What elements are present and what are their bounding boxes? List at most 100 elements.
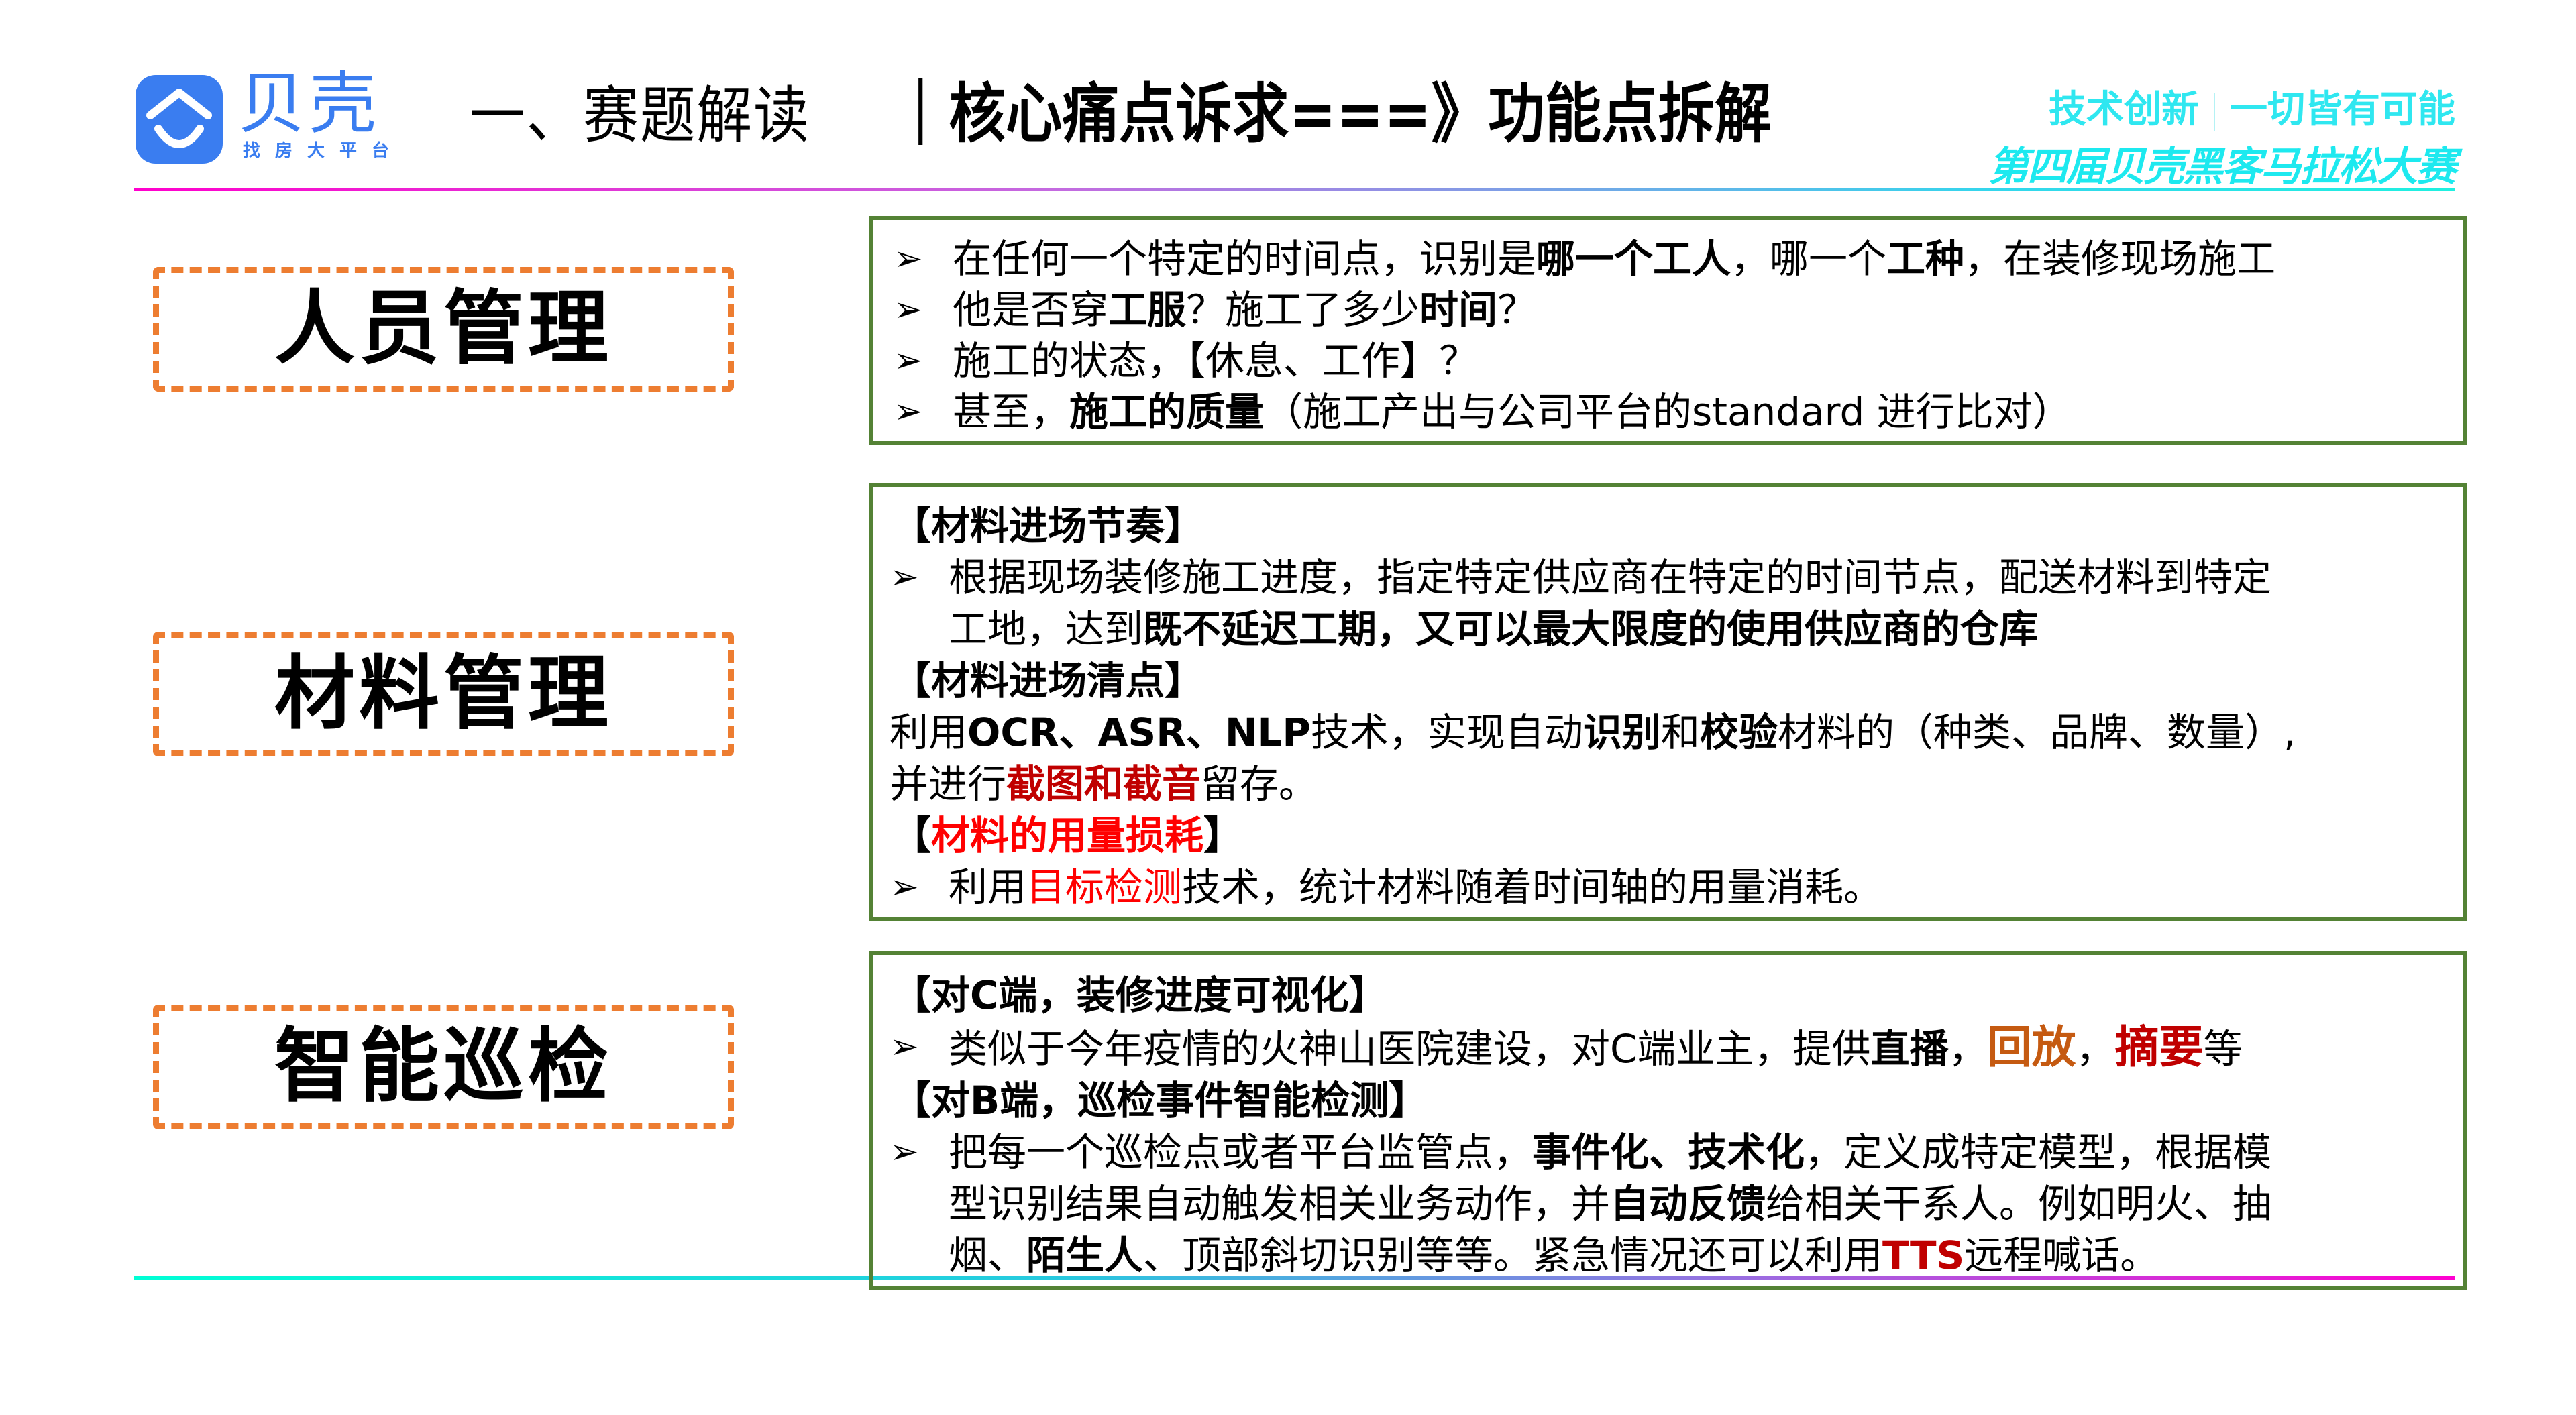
- category-label: 材料管理: [274, 647, 612, 740]
- highlighted-text: 截图和截音: [1006, 761, 1201, 807]
- logo-tagline: 找房大平台: [243, 141, 405, 161]
- text-segment: 材料的（种类、品牌、数量）,: [1777, 710, 2296, 755]
- highlighted-text: 陌生人: [1026, 1233, 1144, 1278]
- house-smile-icon: [146, 89, 212, 148]
- highlighted-text: 材料的用量损耗: [931, 813, 1204, 858]
- bullet-arrow-icon: ➢: [894, 341, 923, 381]
- bullet-arrow-icon: ➢: [890, 867, 919, 907]
- list-item: ➢ 把每一个巡检点或者平台监管点，事件化、技术化，定义成特定模型，根据模: [890, 1127, 2463, 1178]
- header-divider-gradient: [134, 188, 2455, 191]
- highlighted-text: 工服: [1108, 287, 1187, 333]
- text-segment: 、顶部斜切识别等等。紧急情况还可以利用: [1143, 1233, 1883, 1278]
- bullet-arrow-icon: ➢: [894, 239, 923, 279]
- bullet-arrow-icon: ➢: [890, 1132, 919, 1172]
- highlighted-text: 施工的质量: [1069, 389, 1265, 435]
- list-item: 并进行截图和截音留存。: [890, 758, 2463, 810]
- highlighted-text: 校验: [1699, 710, 1778, 755]
- highlighted-text: 回放: [1987, 1021, 2076, 1073]
- text-segment: 给相关干系人。例如明火、抽: [1766, 1181, 2272, 1227]
- text-segment: 型识别结果自动触发相关业务动作，并: [949, 1181, 1611, 1227]
- text-segment: 【对B端，巡检事件智能检测】: [892, 1078, 1428, 1123]
- highlighted-text: 既不延迟工期，又可以最大限度的使用供应商的仓库: [1143, 606, 2039, 652]
- section-heading: 【材料进场节奏】: [890, 500, 2463, 552]
- text-segment: 远程喊话。: [1964, 1233, 2159, 1278]
- category-label: 人员管理: [274, 282, 612, 376]
- text-segment: 【对C端，装修进度可视化】: [892, 972, 1388, 1018]
- list-item: 工地，达到既不延迟工期，又可以最大限度的使用供应商的仓库: [890, 604, 2463, 655]
- text-segment: （施工产出与公司平台的standard 进行比对）: [1264, 389, 2072, 435]
- beike-logo-icon: [136, 75, 223, 164]
- section-heading: 【对B端，巡检事件智能检测】: [890, 1075, 2463, 1127]
- category-smart-inspection: 智能巡检: [153, 1005, 734, 1129]
- highlighted-text: 直播: [1870, 1026, 1949, 1072]
- highlighted-text: 哪一个工人: [1536, 236, 1731, 282]
- text-segment: 把每一个巡检点或者平台监管点，: [949, 1129, 1533, 1175]
- text-segment: 类似于今年疫情的火神山医院建设，对C端业主，提供: [949, 1026, 1871, 1072]
- text-segment: 利用: [890, 710, 968, 755]
- highlighted-text: 事件化、技术化: [1532, 1129, 1805, 1175]
- highlighted-text: 自动反馈: [1610, 1181, 1766, 1227]
- text-segment: 利用: [949, 864, 1027, 910]
- list-item: ➢ 在任何一个特定的时间点，识别是哪一个工人，哪一个工种，在装修现场施工: [894, 233, 2463, 284]
- text-segment: 留存。: [1201, 761, 1318, 807]
- text-segment: 烟、: [949, 1233, 1027, 1278]
- text-segment: 】: [1203, 813, 1243, 858]
- category-personnel-management: 人员管理: [153, 267, 734, 392]
- text-segment: 技术，统计材料随着时间轴的用量消耗。: [1182, 864, 1883, 910]
- category-label: 智能巡检: [274, 1020, 612, 1113]
- text-segment: ，定义成特定模型，根据模: [1805, 1129, 2272, 1175]
- content-box-inspection: 【对C端，装修进度可视化】 ➢ 类似于今年疫情的火神山医院建设，对C端业主，提供直播…: [869, 951, 2467, 1290]
- text-segment: 等: [2203, 1026, 2243, 1072]
- slogan-divider: [2214, 92, 2215, 131]
- text-segment: 【材料进场清点】: [892, 658, 1204, 703]
- highlighted-text: 时间: [1419, 287, 1498, 333]
- text-segment: ？: [1497, 287, 1537, 333]
- text-segment: 并进行: [890, 761, 1007, 807]
- text-segment: 【材料进场节奏】: [892, 503, 1204, 549]
- text-segment: 根据现场装修施工进度，指定特定供应商在特定的时间节点，配送材料到特定: [949, 555, 2272, 600]
- text-segment: ，在装修现场施工: [1964, 236, 2276, 282]
- bullet-arrow-icon: ➢: [890, 1027, 919, 1067]
- event-name: 第四届贝壳黑客马拉松大赛: [1988, 144, 2457, 190]
- content-box-personnel: ➢ 在任何一个特定的时间点，识别是哪一个工人，哪一个工种，在装修现场施工 ➢ 他是否穿…: [869, 216, 2467, 445]
- list-item: ➢ 施工的状态，【休息、工作】？: [894, 335, 2463, 386]
- content-box-material: 【材料进场节奏】 ➢ 根据现场装修施工进度，指定特定供应商在特定的时间节点，配送材料…: [869, 483, 2467, 921]
- category-material-management: 材料管理: [153, 632, 734, 756]
- slogan-right: 一切皆有可能: [2230, 88, 2455, 131]
- highlighted-text: 工种: [1886, 236, 1965, 282]
- list-item: ➢ 他是否穿工服？施工了多少时间？: [894, 284, 2463, 335]
- section-heading: 【材料的用量损耗】: [890, 810, 2463, 862]
- text-segment: 【: [892, 813, 932, 858]
- list-item: ➢ 根据现场装修施工进度，指定特定供应商在特定的时间节点，配送材料到特定: [890, 552, 2463, 604]
- bullet-arrow-icon: ➢: [894, 290, 923, 330]
- text-segment: ，: [1948, 1026, 1988, 1072]
- list-item: ➢ 甚至，施工的质量（施工产出与公司平台的standard 进行比对）: [894, 386, 2463, 437]
- highlighted-text: TTS: [1882, 1233, 1965, 1278]
- text-segment: ，: [2076, 1026, 2115, 1072]
- slogan: 技术创新一切皆有可能: [2049, 89, 2455, 131]
- text-segment: 施工的状态，【休息、工作】？: [953, 338, 1479, 384]
- slogan-left: 技术创新: [2049, 88, 2199, 131]
- section-heading: 【材料进场清点】: [890, 655, 2463, 707]
- list-item: 烟、陌生人、顶部斜切识别等等。紧急情况还可以利用TTS远程喊话。: [890, 1230, 2463, 1282]
- text-segment: 和: [1660, 710, 1700, 755]
- list-item: ➢ 利用目标检测技术，统计材料随着时间轴的用量消耗。: [890, 862, 2463, 913]
- list-item: 型识别结果自动触发相关业务动作，并自动反馈给相关干系人。例如明火、抽: [890, 1178, 2463, 1230]
- highlighted-text: 摘要: [2114, 1021, 2204, 1073]
- highlighted-text: OCR、ASR、NLP: [967, 710, 1311, 755]
- text-segment: 在任何一个特定的时间点，识别是: [953, 236, 1537, 282]
- text-segment: 技术，实现自动: [1310, 710, 1583, 755]
- page-title-prefix: 一、赛题解读: [470, 80, 810, 152]
- text-segment: ？施工了多少: [1186, 287, 1420, 333]
- footer-divider-gradient: [134, 1276, 2455, 1280]
- highlighted-text: 识别: [1582, 710, 1661, 755]
- text-segment: 他是否穿: [953, 287, 1109, 333]
- bullet-arrow-icon: ➢: [894, 392, 923, 432]
- highlighted-text: 目标检测: [1026, 864, 1183, 910]
- text-segment: 工地，达到: [949, 606, 1144, 652]
- text-segment: ，哪一个: [1731, 236, 1887, 282]
- page-title: ｜核心痛点诉求===》功能点拆解: [892, 76, 1772, 152]
- logo-name: 贝壳: [238, 64, 380, 143]
- text-segment: 甚至，: [953, 389, 1070, 435]
- bullet-arrow-icon: ➢: [890, 557, 919, 598]
